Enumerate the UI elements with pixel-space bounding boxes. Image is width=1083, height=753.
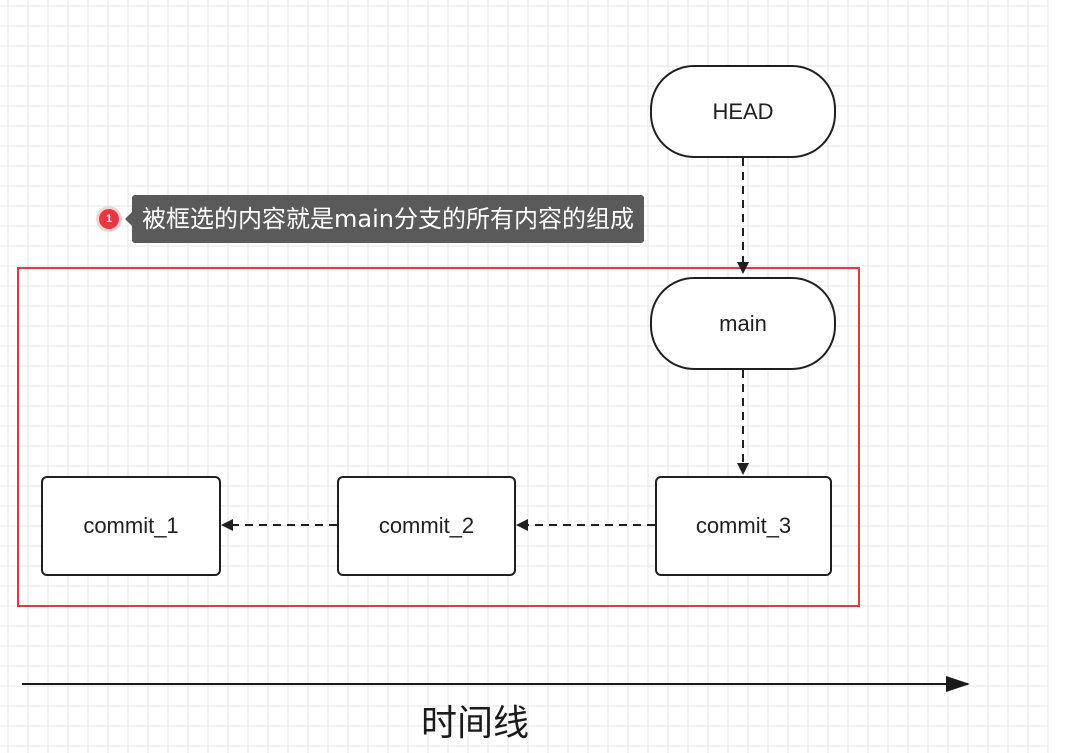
timeline-label: 时间线: [420, 703, 529, 744]
commit-3-node-label: commit_3: [695, 513, 792, 538]
annotation-callout: 1 被框选的内容就是main分支的所有内容的组成: [99, 195, 644, 243]
commit-1-node[interactable]: commit_1: [41, 476, 221, 576]
main-branch-node-label: main: [719, 310, 767, 336]
annotation-text: 被框选的内容就是main分支的所有内容的组成: [132, 195, 644, 243]
head-node[interactable]: HEAD: [650, 65, 836, 158]
commit-2-node-label: commit_2: [378, 513, 475, 538]
annotation-badge: 1: [99, 209, 119, 229]
selection-frame: [17, 267, 860, 607]
commit-3-node[interactable]: commit_3: [655, 476, 832, 576]
commit-2-node[interactable]: commit_2: [337, 476, 516, 576]
commit-1-node-label: commit_1: [83, 513, 179, 538]
main-branch-node[interactable]: main: [650, 277, 836, 370]
head-node-label: HEAD: [712, 98, 774, 124]
annotation-pointer: [125, 212, 132, 226]
